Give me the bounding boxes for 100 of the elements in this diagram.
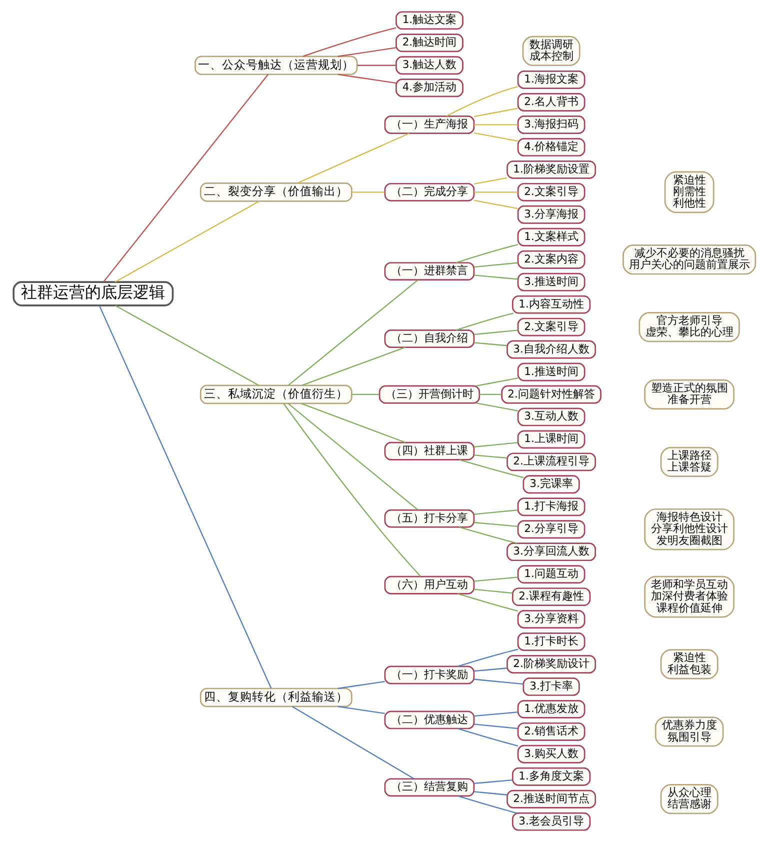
node-box: 1.阶梯奖励设置 bbox=[506, 160, 596, 179]
connector bbox=[456, 312, 514, 331]
connector bbox=[474, 791, 508, 796]
node-box: （三）结营复购 bbox=[384, 778, 475, 797]
connector bbox=[474, 274, 518, 280]
node-box: 3.自我介绍人数 bbox=[506, 340, 596, 359]
connector bbox=[474, 200, 518, 210]
node-box: （一）打卡奖励 bbox=[384, 666, 475, 684]
connector bbox=[474, 454, 507, 459]
connector bbox=[283, 403, 421, 577]
connector bbox=[338, 680, 385, 690]
connector bbox=[474, 509, 518, 515]
node-box: 塑造正式的氛围 准备开营 bbox=[644, 379, 734, 410]
node-box: 3.老会员引导 bbox=[512, 812, 591, 831]
connector bbox=[480, 394, 502, 396]
node-box: 1.推送时间 bbox=[517, 362, 586, 382]
node-box: 减少不必要的消息骚扰 用户关心的问题前置展示 bbox=[622, 244, 756, 275]
connector bbox=[357, 64, 396, 66]
node-box: （三）开营倒计时 bbox=[378, 385, 480, 404]
connector bbox=[297, 132, 410, 184]
connector bbox=[474, 576, 518, 582]
node-box: 3.打卡率 bbox=[522, 677, 580, 696]
node-box: 2.触达时间 bbox=[396, 34, 464, 52]
node-box: 紧迫性 利益包装 bbox=[660, 649, 718, 680]
node-box: 优惠券力度 氛围引导 bbox=[654, 716, 724, 747]
node-box: 2.问题针对性解答 bbox=[501, 385, 602, 404]
node-box: 2.阶梯奖励设计 bbox=[506, 655, 596, 674]
node-box: 2.推送时间节点 bbox=[506, 790, 596, 808]
connector bbox=[338, 706, 385, 714]
connector bbox=[301, 403, 406, 444]
connector bbox=[474, 779, 513, 784]
connector bbox=[288, 280, 418, 386]
connector bbox=[474, 678, 524, 685]
node-box: 4.参加活动 bbox=[396, 78, 464, 98]
node-box: 从众心理 结营感谢 bbox=[660, 784, 718, 814]
node-box: 三、私域沉淀（价值衍生） bbox=[200, 384, 352, 404]
node-box: （四）社群上课 bbox=[384, 442, 475, 460]
connector bbox=[458, 728, 518, 746]
connector bbox=[474, 588, 513, 594]
node-box: 3.购买人数 bbox=[517, 744, 586, 764]
node-box: 老师和学员互动 加深付费者体验 课程价值延伸 bbox=[644, 576, 734, 618]
node-box: 1.打卡海报 bbox=[517, 498, 586, 516]
node-box: 3.分享资料 bbox=[517, 610, 586, 628]
connector bbox=[459, 459, 524, 478]
connector bbox=[474, 724, 518, 730]
connector bbox=[446, 86, 518, 117]
connector bbox=[457, 648, 518, 668]
node-box: 四、复购转化（利益输送） bbox=[200, 688, 352, 708]
node-box: 上课路径 上课答疑 bbox=[660, 446, 718, 477]
connector bbox=[474, 177, 508, 185]
connector bbox=[114, 200, 260, 282]
node-box: 4.价格锚定 bbox=[517, 138, 586, 156]
connector bbox=[474, 132, 518, 142]
connector bbox=[292, 706, 414, 780]
node-box: （五）打卡分享 bbox=[384, 509, 475, 528]
node-box: 1.优惠发放 bbox=[517, 700, 586, 718]
node-box: 2.销售话术 bbox=[517, 722, 586, 741]
node-box: 1.问题互动 bbox=[517, 565, 586, 584]
node-box: 2.文案引导 bbox=[517, 318, 586, 336]
node-box: 2.文案引导 bbox=[517, 182, 586, 202]
connector bbox=[474, 192, 518, 193]
node-box: 官方老师引导 虚荣、攀比的心理 bbox=[638, 312, 740, 342]
node-box: 3.分享海报 bbox=[517, 205, 586, 224]
node-box: 2.课程有趣性 bbox=[512, 588, 591, 606]
node-box: 3.分享回流人数 bbox=[506, 542, 596, 562]
connector bbox=[474, 124, 518, 126]
connector bbox=[474, 342, 507, 346]
connector bbox=[474, 108, 518, 118]
connector bbox=[474, 330, 518, 336]
node-box: 二、裂变分享（价值输出） bbox=[200, 182, 352, 202]
node-box: 3.完课率 bbox=[522, 475, 580, 494]
node-box: 2.名人背书 bbox=[517, 93, 586, 112]
node-box: 2.上课流程引导 bbox=[506, 452, 596, 472]
connector bbox=[474, 262, 518, 268]
node-box: 3.触达人数 bbox=[396, 56, 464, 75]
connector bbox=[474, 442, 518, 448]
node-box: 紧迫性 刚需性 利他性 bbox=[664, 171, 714, 214]
connector bbox=[458, 593, 518, 612]
node-box: 3.推送时间 bbox=[517, 272, 586, 292]
node-box: 1.文案样式 bbox=[517, 228, 586, 246]
node-box: 1.打卡时长 bbox=[517, 632, 586, 651]
connector bbox=[476, 378, 518, 386]
node-box: 1.触达文案 bbox=[396, 11, 464, 30]
node-box: 1.海报文案 bbox=[517, 70, 586, 89]
node-box: 2.文案内容 bbox=[517, 250, 586, 269]
connector bbox=[288, 403, 418, 510]
node-box: 海报特色设计 分享利他性设计 发明友圈截图 bbox=[644, 508, 734, 550]
connector bbox=[458, 795, 517, 814]
connector bbox=[474, 668, 507, 672]
connector bbox=[98, 306, 272, 689]
connector bbox=[476, 402, 518, 412]
node-box: 1.内容互动性 bbox=[512, 295, 591, 314]
connector bbox=[456, 244, 518, 264]
connector bbox=[474, 712, 518, 717]
node-box: （二）完成分享 bbox=[384, 182, 475, 202]
node-box: 3.互动人数 bbox=[517, 408, 586, 426]
node-box: （一）进群禁言 bbox=[384, 262, 475, 280]
connector bbox=[459, 526, 518, 544]
connector bbox=[338, 47, 396, 57]
node-box: 1.多角度文案 bbox=[512, 767, 591, 786]
